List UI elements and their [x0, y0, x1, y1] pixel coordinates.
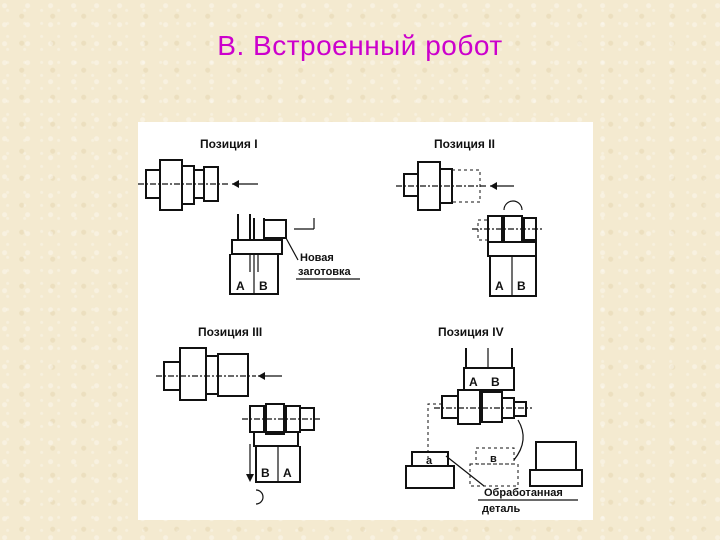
- robot-positions-diagram: Позиция I A B: [138, 122, 593, 520]
- grip-a-label: A: [236, 279, 245, 293]
- position-1-label: Позиция I: [200, 137, 258, 151]
- finished-part-label-2: деталь: [482, 503, 520, 515]
- slot-a-station: a: [405, 451, 455, 489]
- grip-b-label-2: B: [517, 279, 526, 293]
- transfer-path-left: [427, 403, 442, 458]
- rotation-arrow-3: [255, 489, 264, 505]
- spindle-1: [138, 159, 230, 211]
- position-2-label: Позиция II: [434, 137, 495, 151]
- swing-arc-4: [513, 419, 524, 461]
- slide-title: В. Встроенный робот: [217, 30, 503, 61]
- leader-line-4: [445, 455, 485, 487]
- rotation-arrow-2: [503, 200, 523, 211]
- spindle-3: [156, 347, 256, 401]
- slot-b-label: в: [490, 453, 497, 465]
- position-4-panel: Позиция IV A B a в: [405, 325, 583, 515]
- finished-part-label-1: Обработанная: [484, 487, 563, 499]
- feed-arrow-2: [490, 182, 514, 190]
- gripper-3: B A: [242, 403, 320, 483]
- gripper-2: A B: [472, 215, 542, 297]
- position-3-panel: Позиция III B A: [156, 325, 320, 505]
- position-3-label: Позиция III: [198, 325, 262, 339]
- gripper-4: A B: [434, 348, 532, 425]
- feed-arrow-1: [232, 180, 258, 188]
- finished-part-station: [529, 441, 583, 487]
- leader-line-1: [285, 237, 299, 261]
- gripper-1: A B: [229, 214, 315, 295]
- down-arrow-3: [246, 444, 254, 482]
- slot-a-label: a: [426, 455, 433, 467]
- grip-a-label-3: A: [283, 466, 292, 480]
- spindle-2: [396, 161, 488, 211]
- feed-arrow-3: [258, 372, 282, 380]
- new-blank-label-2: заготовка: [298, 266, 352, 278]
- grip-b-label: B: [259, 279, 268, 293]
- grip-b-label-3: B: [261, 466, 270, 480]
- new-blank-label-1: Новая: [300, 252, 334, 264]
- position-4-label: Позиция IV: [438, 325, 504, 339]
- grip-a-label-4: A: [469, 375, 478, 389]
- position-1-panel: Позиция I A B: [138, 137, 360, 295]
- position-2-panel: Позиция II A B: [396, 137, 542, 297]
- grip-a-label-2: A: [495, 279, 504, 293]
- grip-b-label-4: B: [491, 375, 500, 389]
